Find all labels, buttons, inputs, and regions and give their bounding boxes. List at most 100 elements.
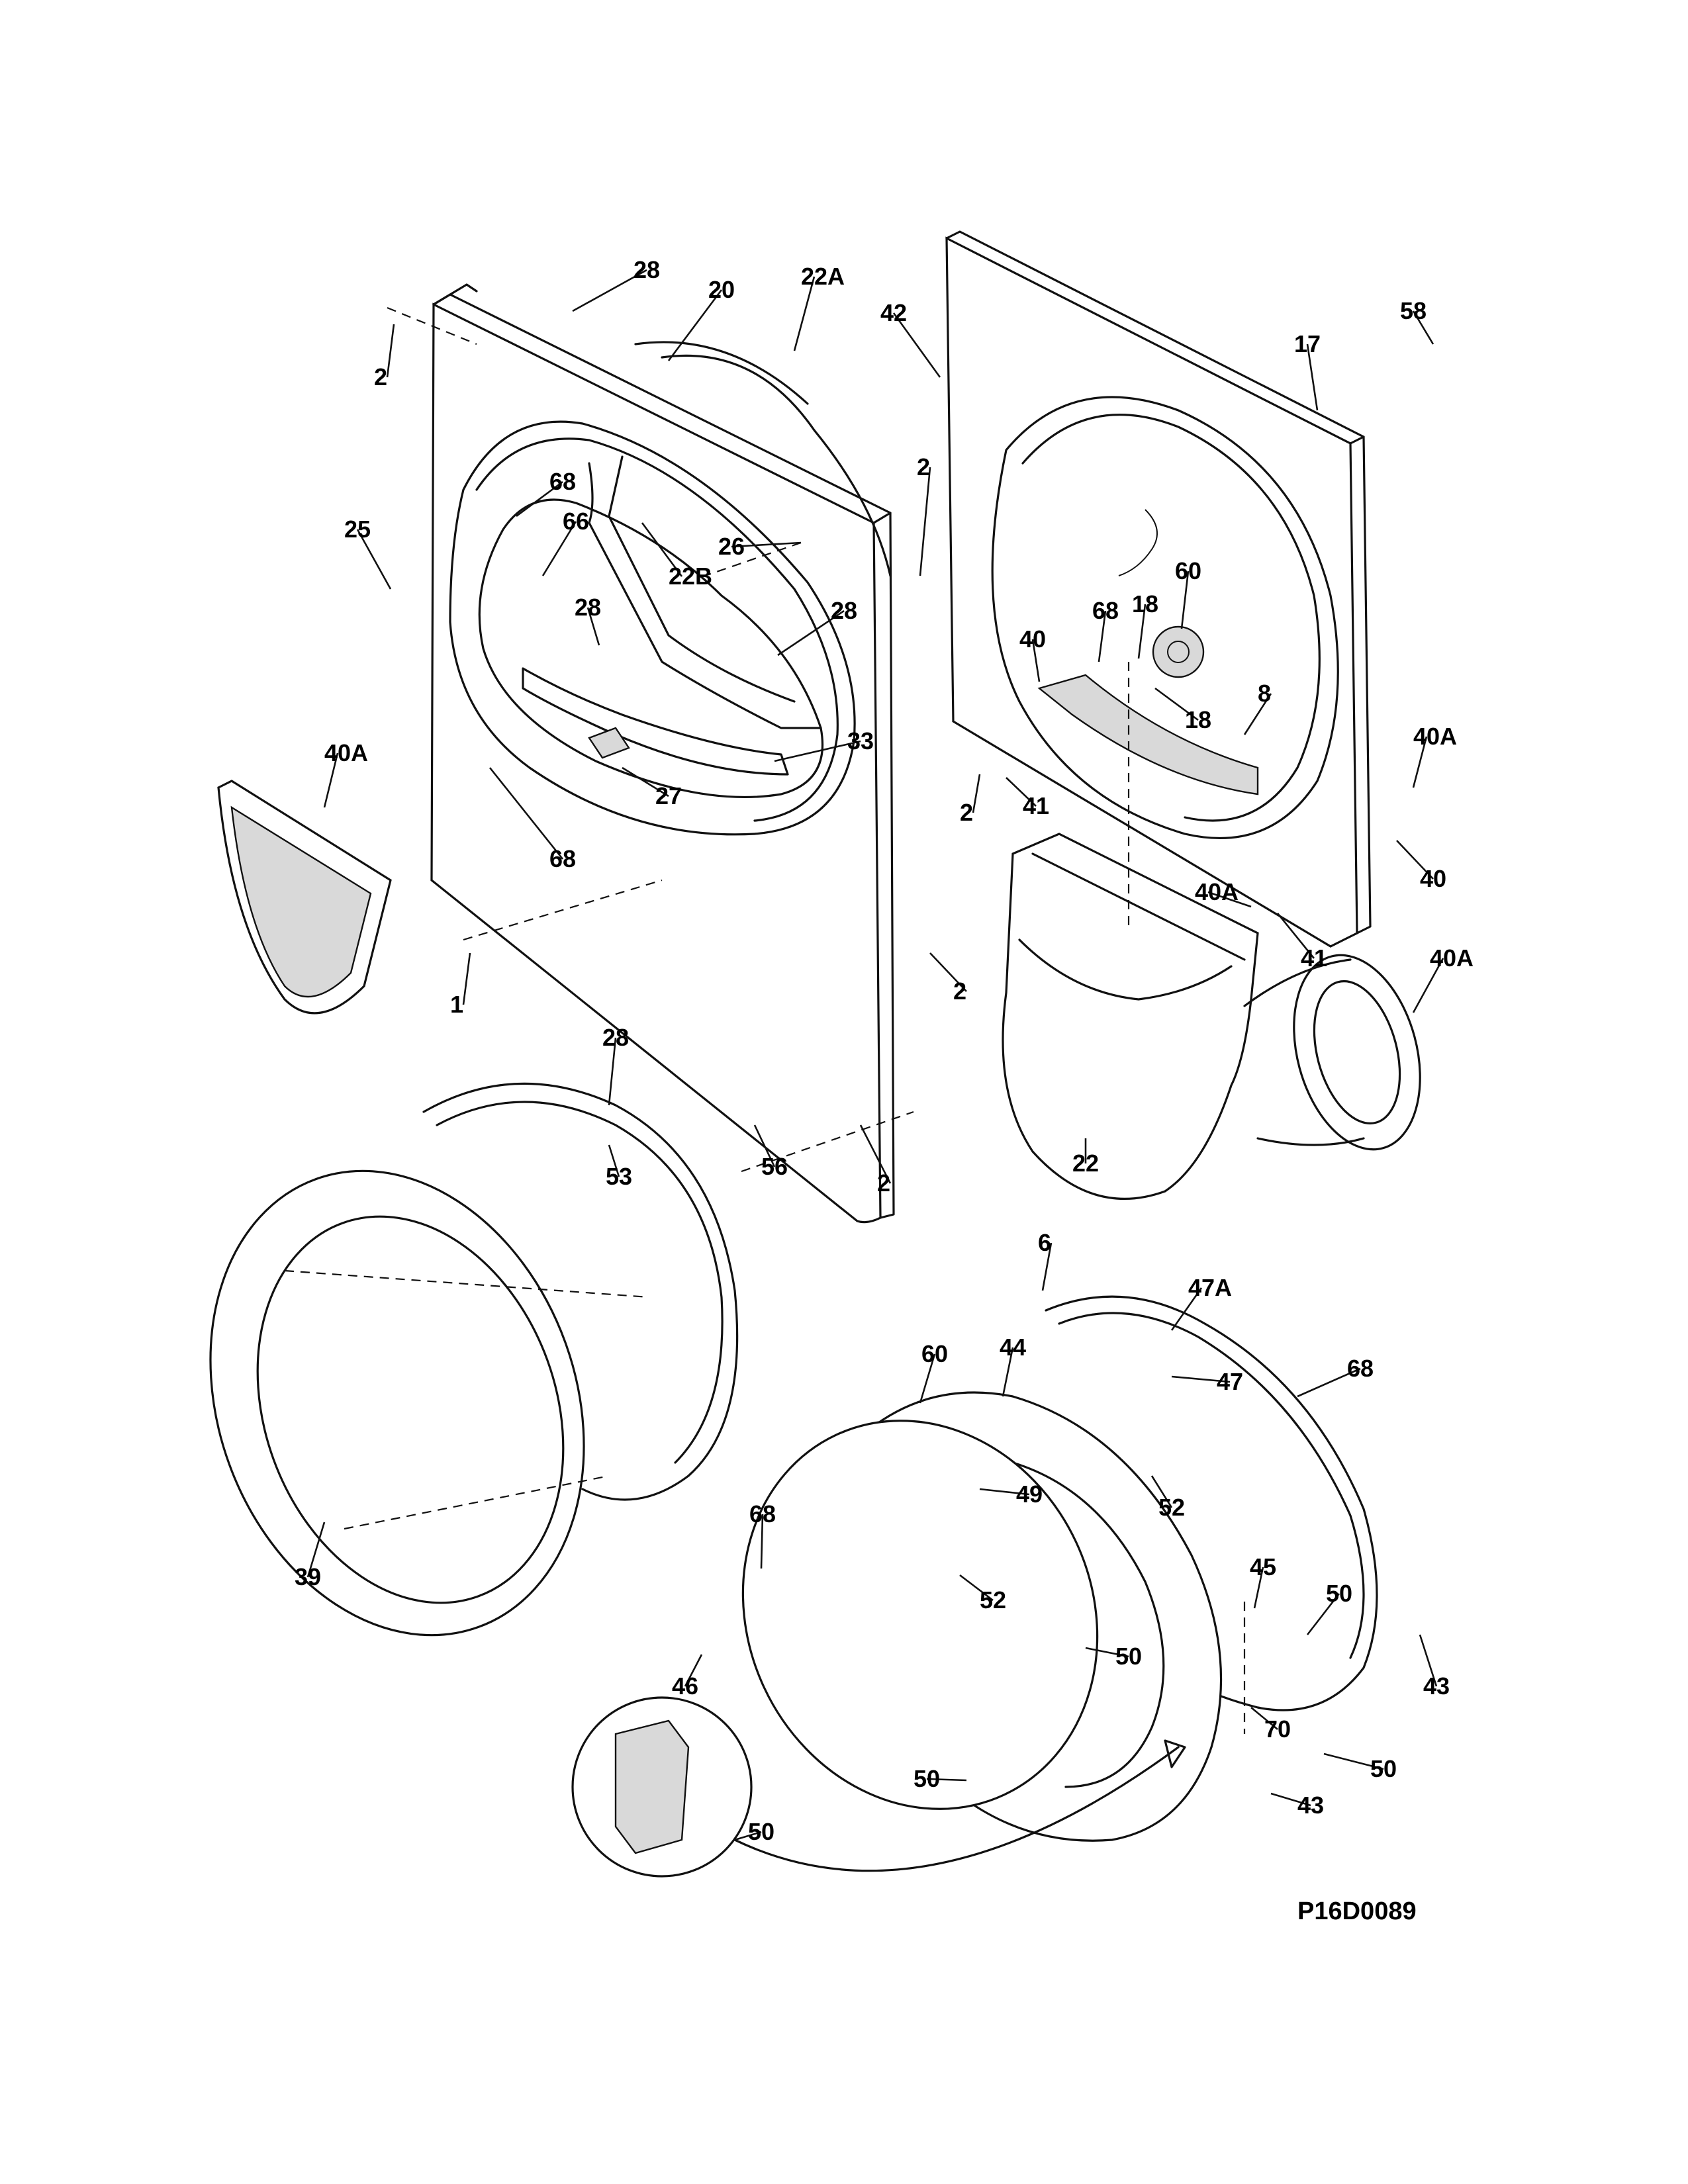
callout-leader <box>1180 570 1190 629</box>
callout-label: 56 <box>761 1153 788 1180</box>
callout-leader <box>979 1488 1030 1496</box>
callout-label: 2 <box>917 453 930 480</box>
callout-leader <box>1306 343 1319 411</box>
callout-label: 40A <box>1413 723 1457 750</box>
callout-label: 47A <box>1188 1274 1232 1301</box>
callout-label: 50 <box>914 1765 940 1792</box>
callout-leader <box>386 324 395 378</box>
rear-panel <box>945 230 1372 948</box>
callout-leader <box>608 1144 620 1177</box>
callout-label: 41 <box>1023 792 1049 819</box>
callout-label: 70 <box>1264 1715 1291 1743</box>
callout-leader <box>1098 610 1107 662</box>
door-lock-inset <box>571 1696 1186 1878</box>
callout-label: 50 <box>1115 1643 1142 1670</box>
callout-label: 18 <box>1185 706 1211 733</box>
callout-leader <box>959 1574 994 1602</box>
callout-leader <box>1171 1375 1231 1383</box>
callout-leader <box>892 312 941 378</box>
callout-label: 50 <box>1370 1755 1397 1782</box>
callout-leader <box>1154 687 1199 721</box>
callout-leader <box>731 541 802 548</box>
callout-leader <box>1006 777 1037 807</box>
callout-leader <box>1150 1475 1173 1508</box>
callout-label: 18 <box>1132 590 1158 617</box>
callout-leader <box>1137 604 1147 659</box>
callout-leader <box>1243 693 1272 735</box>
callout-leader <box>774 740 861 762</box>
callout-label: 41 <box>1301 944 1327 972</box>
callout-leader <box>793 276 816 351</box>
callout-label: 46 <box>672 1672 698 1700</box>
callout-label: 8 <box>1258 680 1271 707</box>
callout-leader <box>1412 736 1428 788</box>
callout-label: 28 <box>602 1024 629 1051</box>
callout-label: 44 <box>1000 1334 1026 1361</box>
callout-leader <box>1323 1752 1384 1770</box>
callout-label: 50 <box>748 1818 774 1845</box>
callout-leader <box>753 1124 776 1167</box>
callout-leader <box>1170 1287 1203 1331</box>
callout-label: 68 <box>549 845 576 872</box>
air-duct <box>1002 833 1421 1200</box>
callout-label: 43 <box>1423 1672 1450 1700</box>
callout-leader <box>306 1522 326 1578</box>
callout-label: 33 <box>847 727 874 754</box>
callout-label: 27 <box>655 782 682 809</box>
drawing-code: P16D0089 <box>1297 1897 1417 1925</box>
callout-leader <box>1041 1242 1053 1291</box>
callout-leader <box>1297 1367 1361 1398</box>
callout-label: 2 <box>953 978 966 1005</box>
callout-label: 40 <box>1019 625 1046 653</box>
callout-label: 40A <box>324 739 368 766</box>
callout-label: 2 <box>877 1169 890 1197</box>
callout-label: 66 <box>563 508 589 535</box>
callout-label: 43 <box>1297 1792 1324 1819</box>
callout-label: 68 <box>749 1500 776 1527</box>
callout-label: 60 <box>1175 557 1201 584</box>
callout-label: 22A <box>801 263 845 290</box>
callout-label: 2 <box>374 363 387 390</box>
callout-leader <box>972 774 981 813</box>
callout-label: 28 <box>575 594 601 621</box>
lint-filter <box>217 780 392 1015</box>
callout-label: 26 <box>718 533 745 560</box>
callout-leader <box>1276 913 1315 959</box>
callout-label: 28 <box>831 597 857 624</box>
callout-leader <box>356 529 392 590</box>
callout-label: 60 <box>921 1340 948 1367</box>
callout-label: 68 <box>1347 1355 1374 1382</box>
callout-leader <box>1002 1347 1014 1397</box>
callout-label: 50 <box>1326 1580 1352 1607</box>
callout-leader <box>760 1514 764 1569</box>
callout-label: 68 <box>549 468 576 495</box>
callout-leader <box>919 467 931 576</box>
callout-label: 20 <box>708 276 735 303</box>
callout-label: 22B <box>669 563 712 590</box>
callout-leader <box>516 480 563 518</box>
callout-leader <box>1207 891 1252 908</box>
callout-label: 40A <box>1195 878 1239 905</box>
callout-leader <box>1412 310 1434 345</box>
callout-label: 28 <box>633 256 660 283</box>
callout-label: 58 <box>1400 297 1427 324</box>
callout-label: 47 <box>1217 1368 1243 1395</box>
callout-label: 22 <box>1072 1150 1099 1177</box>
callout-leader <box>586 607 600 646</box>
callout-leader <box>919 1353 936 1404</box>
callout-leader <box>777 610 845 657</box>
callout-label: 45 <box>1250 1553 1276 1580</box>
callout-leader <box>1306 1593 1340 1635</box>
callout-leader <box>926 1778 967 1782</box>
callout-label: 68 <box>1092 597 1119 624</box>
callout-leader <box>1396 840 1434 880</box>
callout-label: 2 <box>960 799 973 826</box>
callout-leader <box>641 522 683 577</box>
callout-leader <box>489 767 564 860</box>
callout-leader <box>1412 958 1444 1013</box>
callout-leader <box>734 1831 762 1841</box>
callout-label: 1 <box>450 991 463 1018</box>
callout-leader <box>1253 1567 1264 1609</box>
callout-leader <box>667 289 723 361</box>
